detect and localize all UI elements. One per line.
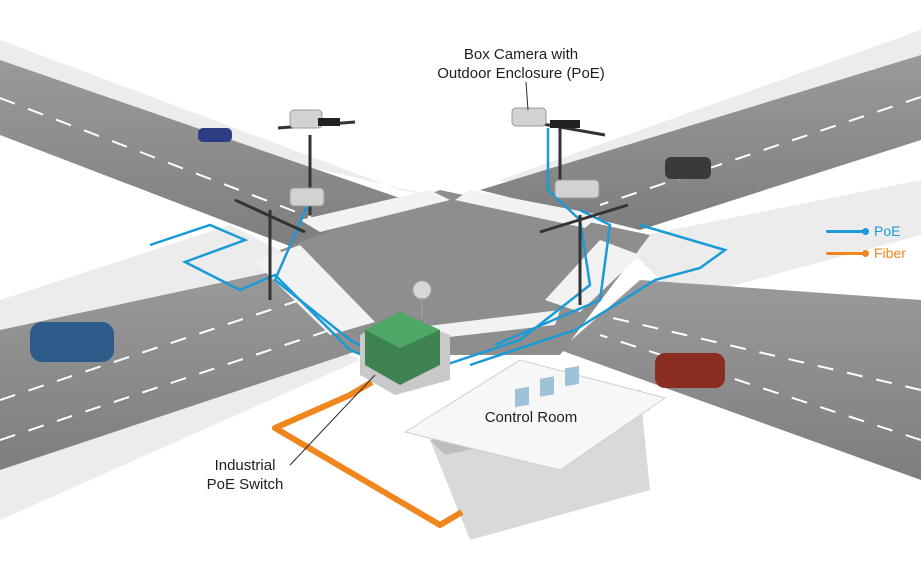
car-red-east (655, 353, 725, 388)
fiber-cable (272, 379, 464, 528)
switch-callout-label: Industrial PoE Switch (190, 456, 300, 494)
car-gray-east (665, 157, 711, 179)
legend-label-poe: PoE (874, 223, 901, 239)
legend-item-fiber: Fiber (826, 243, 921, 265)
box-camera-northeast (511, 107, 606, 190)
poe-switch-cabinet (360, 280, 450, 395)
box-camera-east (539, 179, 629, 305)
switch-label-line2: PoE Switch (206, 476, 284, 493)
lane-markings (0, 96, 921, 441)
box-camera-west (234, 187, 325, 300)
legend-item-poe: PoE (826, 221, 921, 243)
legend-label-fiber: Fiber (874, 245, 906, 261)
control-room-label: Control Room (484, 409, 578, 426)
legend-swatch-poe (826, 228, 869, 235)
switch-label-line1: Industrial (214, 457, 276, 474)
camera-label-line2: Outdoor Enclosure (PoE) (437, 65, 605, 82)
car-blue-north (198, 128, 232, 142)
legend-swatch-fiber (826, 250, 869, 257)
legend: PoE Fiber (826, 221, 921, 265)
camera-callout-label: Box Camera with Outdoor Enclosure (PoE) (424, 45, 618, 83)
control-room-building (403, 359, 667, 540)
camera-label-line1: Box Camera with (463, 46, 579, 63)
callout-leaders (289, 81, 529, 466)
car-blue-west (30, 322, 114, 362)
